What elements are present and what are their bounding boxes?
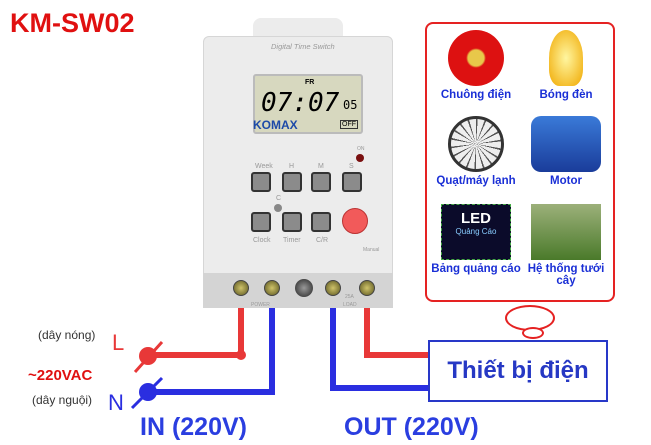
lcd-day: FR xyxy=(305,79,315,86)
manual-button[interactable] xyxy=(342,208,368,234)
hour-button[interactable] xyxy=(282,172,302,192)
neutral-label: N xyxy=(108,390,124,415)
sprinkler-icon xyxy=(531,204,601,260)
timer-button[interactable] xyxy=(282,212,302,232)
load-label: Quạt/máy lạnh xyxy=(436,175,516,187)
terminal-screw xyxy=(264,280,280,296)
in-label: IN (220V) xyxy=(140,413,247,441)
status-led xyxy=(356,154,364,162)
label-manual: Manual xyxy=(363,247,380,253)
lcd-state: OFF xyxy=(340,120,358,129)
fan-icon xyxy=(448,116,504,172)
lcd-display: FR 07:07 05 OFF xyxy=(253,74,363,134)
lcd-seconds: 05 xyxy=(343,98,358,112)
label-load: LOAD xyxy=(343,302,357,308)
load-examples-panel: Chuông điện Bóng đèn Quạt/máy lạnh Motor… xyxy=(425,22,615,302)
label-c: C xyxy=(276,195,282,202)
load-label: Bóng đèn xyxy=(539,89,593,101)
led-label: ON xyxy=(357,146,365,152)
load-label: Chuông điện xyxy=(440,89,512,101)
lcd-time: 07:07 xyxy=(261,88,340,118)
timer-switch: Digital Time Switch FR 07:07 05 OFF KOMA… xyxy=(203,18,393,308)
label-week: Week xyxy=(255,163,273,170)
bell-icon xyxy=(448,30,504,86)
voltage-label: ~220VAC xyxy=(28,367,93,384)
load-label: Bảng quảng cáo xyxy=(431,263,521,275)
brand-logo: KOMAX xyxy=(253,118,298,132)
week-button[interactable] xyxy=(251,172,271,192)
terminal-screw xyxy=(359,280,375,296)
load-bell: Chuông điện xyxy=(431,30,521,101)
live-note: (dây nóng) xyxy=(38,328,96,342)
label-cr: C/R xyxy=(316,237,329,244)
device-header: Digital Time Switch xyxy=(271,42,335,51)
label-clock: Clock xyxy=(253,237,271,244)
sign-big-text: LED xyxy=(461,210,491,227)
label-rating: 25A xyxy=(345,294,354,300)
clock-button[interactable] xyxy=(251,212,271,232)
thought-bubble xyxy=(522,327,544,339)
load-device-box: Thiết bị điện xyxy=(428,340,608,402)
minute-button[interactable] xyxy=(311,172,331,192)
load-fan: Quạt/máy lạnh xyxy=(431,116,521,187)
product-title: KM-SW02 xyxy=(10,8,135,38)
thought-bubble xyxy=(505,305,555,331)
terminal-screw xyxy=(325,280,341,296)
cr-button[interactable] xyxy=(311,212,331,232)
label-s: S xyxy=(349,163,354,170)
load-label: Hệ thống tưới cây xyxy=(527,263,605,287)
terminal-screw xyxy=(233,280,249,296)
reset-hole[interactable] xyxy=(274,204,282,212)
knob xyxy=(295,279,313,297)
label-timer: Timer xyxy=(283,237,301,244)
neutral-note: (dây nguội) xyxy=(32,393,93,407)
load-motor: Motor xyxy=(521,116,611,187)
live-label: L xyxy=(112,330,125,355)
sign-small-text: Quảng Cáo xyxy=(455,226,497,236)
motor-icon xyxy=(531,116,601,172)
bulb-icon xyxy=(549,30,583,86)
second-button[interactable] xyxy=(342,172,362,192)
label-m: M xyxy=(318,163,324,170)
out-label: OUT (220V) xyxy=(344,413,479,441)
label-h: H xyxy=(289,163,295,170)
load-sprinkler: Hệ thống tưới cây xyxy=(521,204,611,287)
load-label: Motor xyxy=(550,175,582,187)
load-bulb: Bóng đèn xyxy=(521,30,611,101)
label-power: POWER xyxy=(251,302,270,308)
